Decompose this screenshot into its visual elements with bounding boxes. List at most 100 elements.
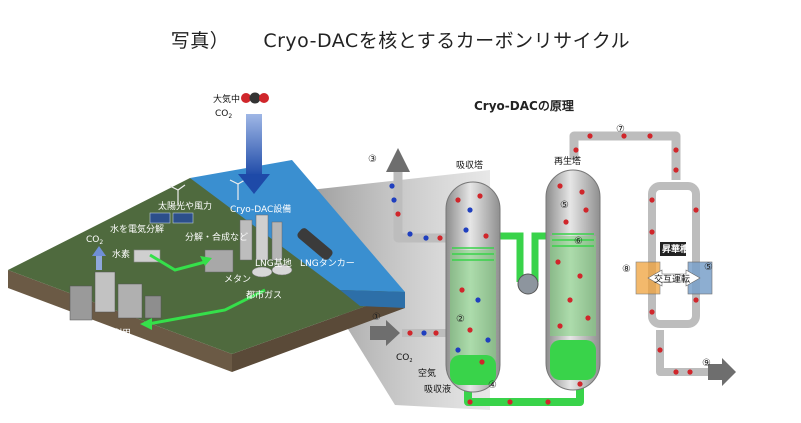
air-dot [485, 337, 491, 343]
caption-title: Cryo-DACを核とするカーボンリサイクル [263, 30, 631, 52]
co2-outlet-arrow-icon [708, 358, 736, 386]
ground-side-left [8, 270, 232, 372]
co2-dot [673, 167, 679, 173]
pipe-3 [393, 170, 452, 243]
co2-dot [467, 399, 473, 405]
city-gas-flow [147, 253, 266, 326]
city-co2-label: CO2 [86, 235, 103, 246]
pipe-9 [656, 330, 712, 376]
hydrogen-label: 水素 [112, 248, 130, 260]
co2-dot [673, 147, 679, 153]
sublimation-loop [648, 182, 700, 328]
air-dot [421, 330, 427, 336]
co2-dot [567, 297, 573, 303]
ground-side-right [232, 292, 405, 372]
co2-dot [557, 183, 563, 189]
co2-dot [647, 133, 653, 139]
co2-dot [479, 359, 485, 365]
air-dot [423, 235, 429, 241]
co2-dot [587, 133, 593, 139]
atmos-label: 大気中 [213, 93, 240, 105]
co2-dot [507, 399, 513, 405]
sublimation-label: 昇華槽 [662, 243, 689, 255]
co2-dot [649, 309, 655, 315]
co2-dot [555, 259, 561, 265]
step-3-label: ③ [368, 154, 377, 165]
co2-dot [573, 147, 579, 153]
co2-dot [437, 235, 443, 241]
solar-panels [149, 212, 194, 224]
step-5b-label: ⑤ [704, 262, 713, 273]
molecule-dots [389, 133, 699, 405]
pipe-7 [569, 131, 681, 180]
cross-pipe-a [500, 232, 524, 282]
co2-dot [693, 297, 699, 303]
absorber-label: 吸収塔 [456, 159, 483, 171]
cryo-dac-facility [239, 214, 283, 261]
co2-dot [459, 287, 465, 293]
step-5a-label: ⑤ [560, 200, 569, 211]
step-9-label: ⑨ [702, 358, 711, 369]
electrolysis-label: 水を電気分解 [110, 223, 164, 235]
air-dot [391, 197, 397, 203]
co2-dot [433, 330, 439, 336]
co2-dot [649, 197, 655, 203]
co2-dot [467, 327, 473, 333]
co2-dot [407, 330, 413, 336]
absorber-tower [445, 181, 501, 393]
co2-molecule-icon [241, 92, 269, 104]
lng-tanks [251, 264, 293, 278]
city-gas-arrowhead [140, 318, 152, 330]
atmos-co2-label: CO2 [215, 109, 232, 120]
solar-wind-label: 太陽光や風力 [158, 200, 212, 212]
step-6-label: ⑥ [574, 236, 583, 247]
city-buildings [69, 271, 162, 321]
co2-dot [693, 207, 699, 213]
air-dot [475, 297, 481, 303]
co2-dot [583, 207, 589, 213]
air-dot [407, 231, 413, 237]
air-inlet-arrow-icon [370, 320, 400, 346]
co2-dot [395, 211, 401, 217]
wind-turbines [169, 179, 246, 205]
lng-tanker-label: LNGタンカー [300, 258, 355, 269]
co2-inlet-label: CO2 [396, 353, 413, 364]
hydrogen-arrowhead [200, 256, 212, 266]
exhaust-arrow-icon [386, 148, 410, 172]
co2-dot [483, 233, 489, 239]
figure-caption: 写真） Cryo-DACを核とするカーボンリサイクル [0, 26, 801, 53]
city-co2-arrowhead [92, 246, 106, 256]
co2-dot [621, 133, 627, 139]
co2-dot [657, 347, 663, 353]
lng-tanker-ship [297, 228, 333, 260]
air-dot [467, 207, 473, 213]
co2-dot [455, 197, 461, 203]
step-4-label: ④ [488, 380, 497, 391]
lng-base-label: LNG基地 [255, 257, 292, 269]
methane-label: メタン [224, 274, 251, 285]
co2-dot [673, 369, 679, 375]
co2-dot [477, 193, 483, 199]
regenerator-tower [545, 169, 601, 391]
left-panel: 大気中 CO2 太陽光や風力 水を電気分解 Cryo-DAC設備 分解・合成など… [8, 92, 490, 410]
co2-dot [585, 315, 591, 321]
caption-prefix: 写真） [170, 30, 230, 52]
absorbent-label: 吸収液 [424, 383, 451, 395]
sea-side [340, 290, 405, 308]
heat-exchanger-valve [517, 273, 539, 295]
sublimation-tank [635, 242, 713, 295]
city-gas-label: 都市ガス [246, 289, 282, 301]
decomp-label: 分解・合成など [185, 231, 248, 243]
co2-dot [577, 273, 583, 279]
air-dot [455, 347, 461, 353]
regenerator-label: 再生塔 [554, 155, 581, 167]
co2-dot [563, 219, 569, 225]
co2-dot [577, 381, 583, 387]
co2-dot [579, 189, 585, 195]
co2-dot [687, 369, 693, 375]
city-gas-use-label: 都市ガスの利用 [68, 327, 131, 339]
step-8-label: ⑧ [622, 264, 631, 275]
co2-dot [545, 399, 551, 405]
atmos-co2-arrow [246, 114, 262, 176]
